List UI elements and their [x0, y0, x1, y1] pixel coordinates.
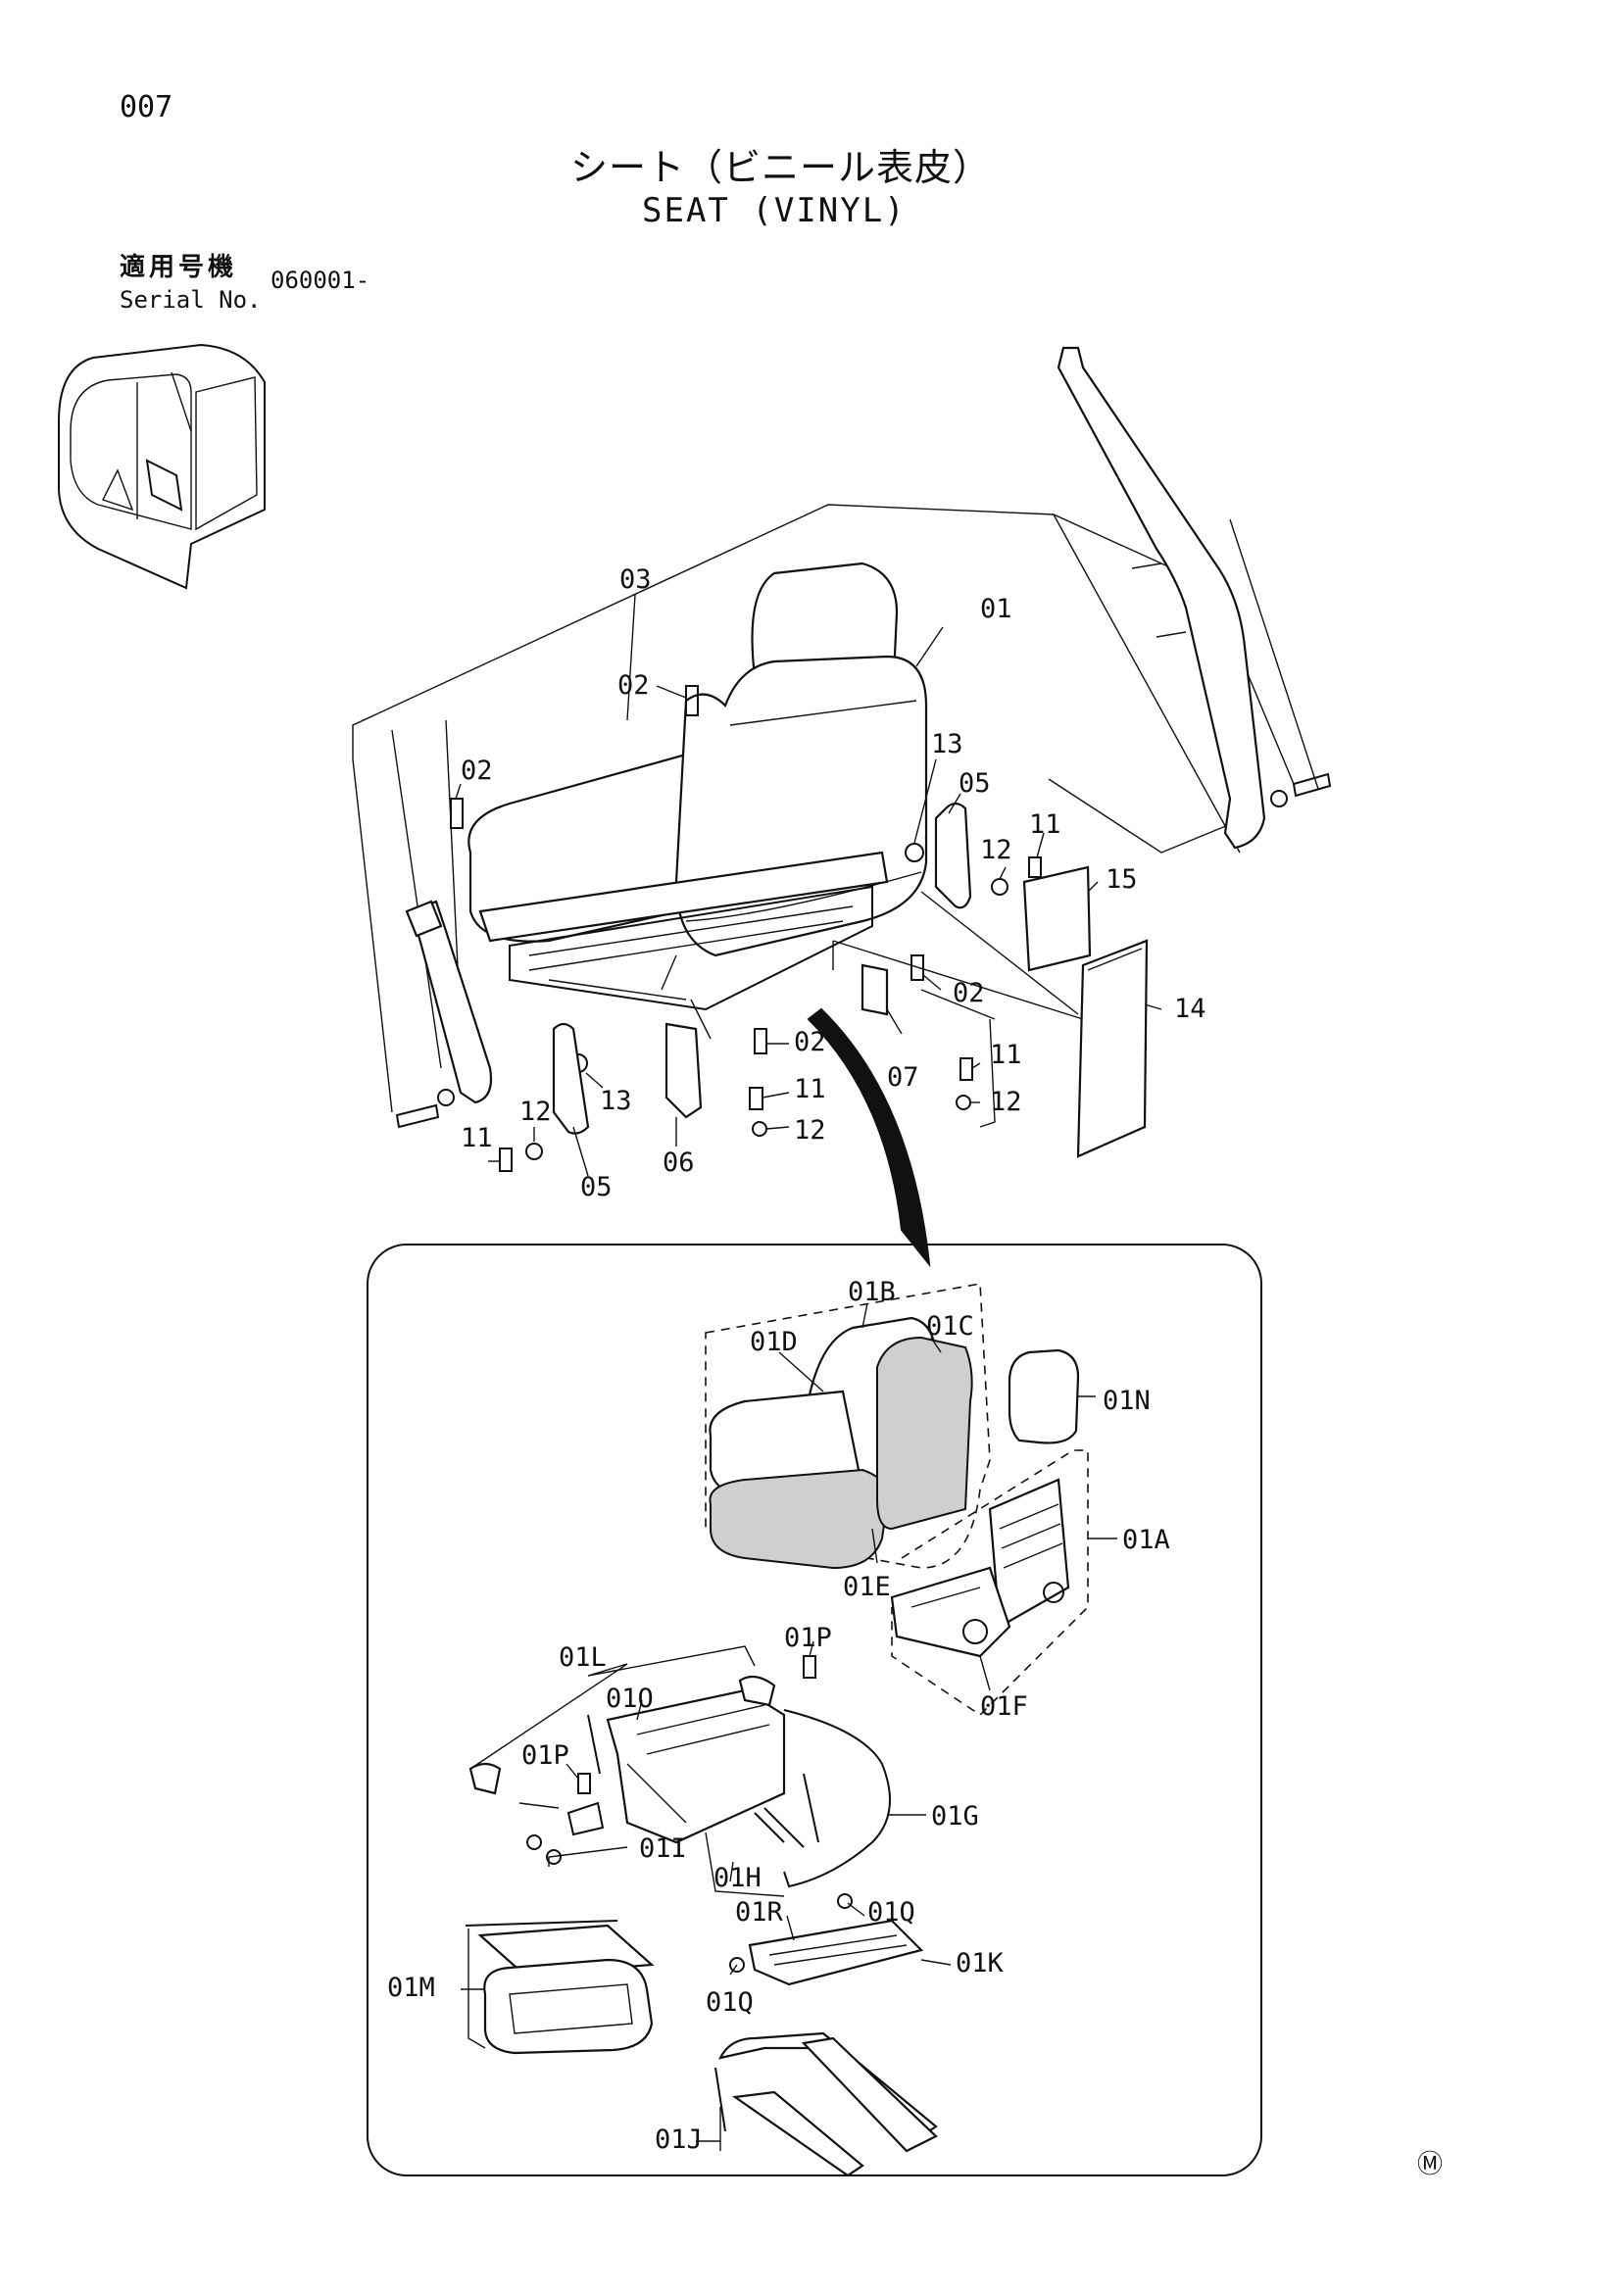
detail-connector-arrow [807, 1007, 931, 1268]
callout-11-right-bottom: 11 [990, 1040, 1022, 1070]
serial-label-english: Serial No. [120, 286, 262, 314]
callout-14: 14 [1174, 994, 1206, 1024]
callout-07: 07 [887, 1062, 919, 1093]
covers [1022, 865, 1149, 1158]
callout-05-left: 05 [580, 1172, 613, 1202]
callout-11-left: 11 [461, 1123, 493, 1153]
serial-number-value: 060001- [270, 267, 370, 294]
callout-06: 06 [663, 1148, 695, 1178]
callout-01h: 01H [713, 1863, 762, 1893]
callout-01b: 01B [848, 1277, 896, 1307]
title-japanese: シート（ビニール表皮） [570, 146, 992, 189]
detail-view-frame [367, 1244, 1262, 2176]
callout-02-left: 02 [461, 756, 493, 786]
seat-assembly [467, 562, 928, 1040]
slide-rail [748, 1919, 924, 1986]
hardware-bolts [395, 685, 1332, 1172]
callout-15: 15 [1106, 864, 1138, 895]
callout-02-top: 02 [617, 670, 650, 701]
callout-01p-top: 01P [784, 1623, 832, 1653]
callout-02-center: 02 [794, 1027, 826, 1057]
callout-02-right: 02 [953, 978, 985, 1008]
brackets [552, 802, 972, 1135]
seat-belt-right [1057, 346, 1266, 850]
seat-frame [890, 1478, 1070, 1658]
callout-01f: 01F [980, 1691, 1028, 1722]
callout-01g: 01G [931, 1801, 979, 1832]
callout-01q-bottom: 01Q [706, 1987, 754, 2018]
maker-mark: Ⓜ [1417, 2150, 1444, 2179]
callout-01a: 01A [1122, 1525, 1170, 1555]
callout-01o: 01O [606, 1684, 654, 1714]
callout-13-left: 13 [600, 1086, 632, 1116]
leader-lines [455, 594, 1162, 2151]
callout-01r: 01R [735, 1897, 784, 1928]
cushion-set [709, 1316, 973, 1570]
callout-12-right-top: 12 [980, 835, 1012, 865]
cushion-set-outline [705, 1283, 991, 1569]
callout-11-center: 11 [794, 1074, 826, 1104]
callout-01i: 01I [639, 1833, 687, 1864]
callout-05-right: 05 [959, 768, 991, 799]
callout-01p-left: 01P [521, 1740, 569, 1771]
callout-01m: 01M [387, 1973, 435, 2003]
callout-12-left: 12 [519, 1097, 552, 1127]
callout-01k: 01K [956, 1948, 1005, 1978]
callout-13-right: 13 [931, 729, 963, 759]
suspension-mechanism [468, 1655, 891, 1973]
callout-01j: 01J [655, 2125, 703, 2155]
callout-01n: 01N [1103, 1386, 1151, 1416]
frame-outline [891, 1449, 1089, 1717]
headrest [1008, 1348, 1080, 1444]
callout-01q-right: 01Q [867, 1897, 915, 1928]
callout-03: 03 [619, 564, 652, 595]
callout-01: 01 [980, 594, 1012, 624]
callout-01d: 01D [750, 1327, 798, 1357]
base-plates [465, 1920, 655, 2055]
callout-01e: 01E [843, 1572, 891, 1602]
slide-rails-pair [714, 2031, 938, 2177]
callout-12-center: 12 [794, 1115, 826, 1146]
callout-01c: 01C [926, 1311, 974, 1342]
title-english: SEAT (VINYL) [642, 191, 907, 230]
callout-01l: 01L [559, 1642, 607, 1673]
callout-12-right-bottom: 12 [990, 1087, 1022, 1117]
cab-location-thumbnail [58, 343, 266, 590]
seat-belt-left [405, 900, 493, 1104]
serial-label-japanese: 適用号機 [120, 253, 238, 282]
page-number: 007 [120, 90, 173, 124]
callout-11-right-top: 11 [1029, 809, 1061, 840]
